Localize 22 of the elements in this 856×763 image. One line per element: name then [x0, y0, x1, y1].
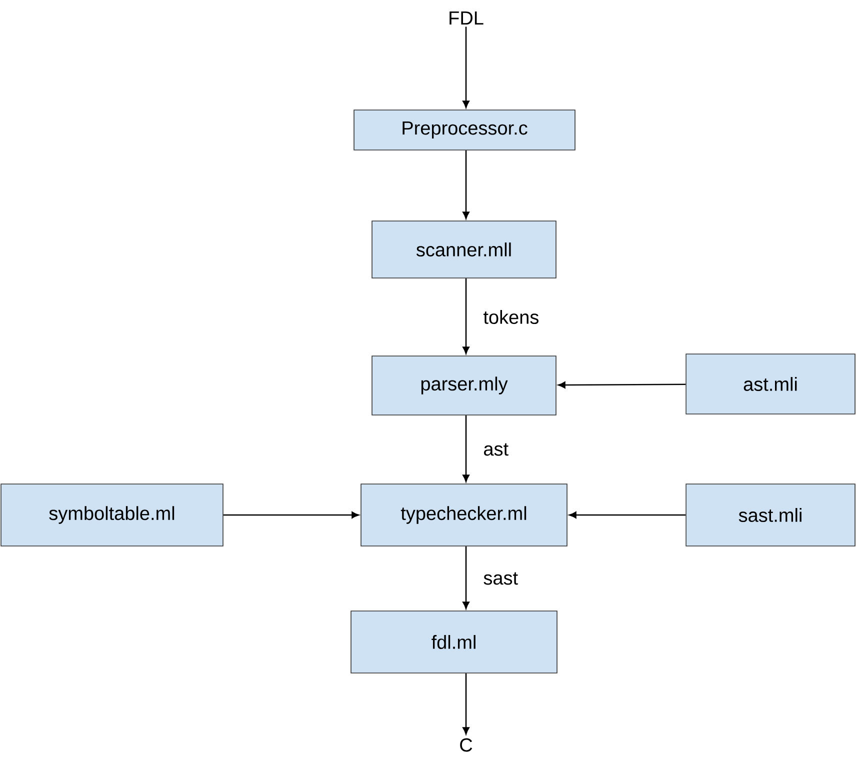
arrow	[462, 673, 470, 734]
arrow	[462, 278, 470, 354]
file-box: Preprocessor.c	[354, 110, 576, 150]
file-box: parser.mly	[372, 356, 556, 416]
file-box: fdl.ml	[350, 610, 558, 674]
file-box: ast.mli	[686, 354, 856, 414]
file-box: sast.mli	[686, 484, 856, 546]
flow-label: FDL	[450, 11, 484, 25]
flow-label: C	[460, 738, 472, 752]
arrow	[462, 150, 470, 219]
file-box: scanner.mll	[372, 220, 556, 278]
edge-label: ast	[484, 443, 508, 456]
arrow	[569, 512, 686, 518]
edge-label: tokens	[484, 310, 538, 324]
arrow	[462, 415, 470, 482]
arrow	[223, 512, 359, 518]
arrow	[558, 382, 686, 388]
file-box: symboltable.ml	[0, 484, 224, 546]
arrow	[462, 26, 470, 108]
edge-label: sast	[484, 572, 518, 585]
arrow	[462, 546, 470, 609]
file-box: typechecker.ml	[360, 484, 568, 546]
